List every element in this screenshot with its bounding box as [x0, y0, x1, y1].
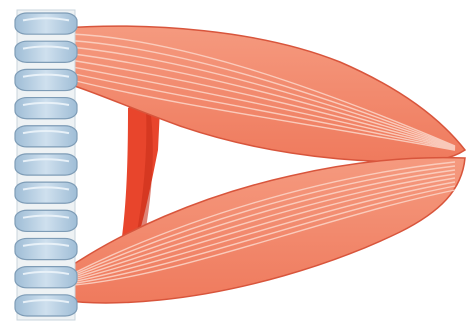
- vertebra-icon: [15, 210, 77, 231]
- vertebra-icon: [15, 267, 77, 288]
- vertebra-icon: [15, 182, 77, 203]
- vertebra-icon: [15, 98, 77, 119]
- muscle-icon: [62, 158, 465, 303]
- vertebra-icon: [15, 295, 77, 316]
- vertebra-icon: [15, 154, 77, 175]
- muscle-icon: [62, 26, 465, 162]
- vertebra-icon: [15, 69, 77, 90]
- vertebra-icon: [15, 238, 77, 259]
- spine-icon: [15, 10, 77, 320]
- vertebra-icon: [15, 13, 77, 34]
- vertebra-icon: [15, 126, 77, 147]
- vertebra-icon: [15, 41, 77, 62]
